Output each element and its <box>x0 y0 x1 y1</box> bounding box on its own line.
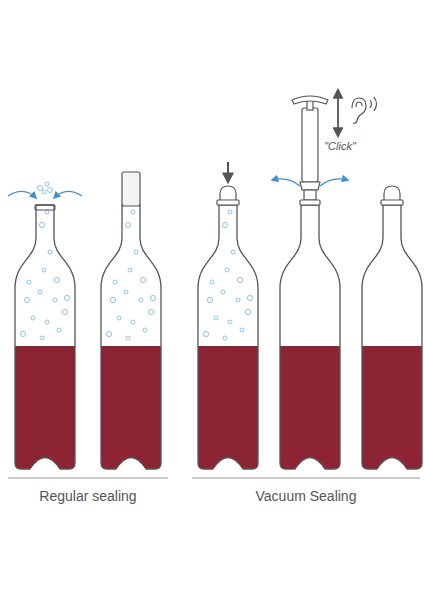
wine-bottle <box>278 205 342 476</box>
air-arrow <box>54 191 82 198</box>
air-arrow <box>8 191 36 198</box>
pump-motion-arrow <box>337 104 339 136</box>
pump-motion-arrow <box>337 90 339 104</box>
wine-bottle <box>360 205 424 476</box>
wine-bottle <box>99 205 163 476</box>
group-rule <box>8 478 168 479</box>
group-rule <box>192 478 420 479</box>
wine-bottle <box>13 205 77 476</box>
air-out-arrow <box>320 179 348 186</box>
vacuum-pump <box>292 96 328 205</box>
click-label: "Click" <box>324 140 356 152</box>
group-label: Vacuum Sealing <box>256 488 357 504</box>
cork <box>122 172 140 206</box>
air-out-arrow <box>272 179 300 186</box>
wine-bottle <box>196 205 260 476</box>
stopper <box>381 186 403 205</box>
ear-icon <box>352 97 377 123</box>
push-arrow <box>227 162 229 182</box>
group-label: Regular sealing <box>39 488 136 504</box>
stopper <box>217 186 239 205</box>
